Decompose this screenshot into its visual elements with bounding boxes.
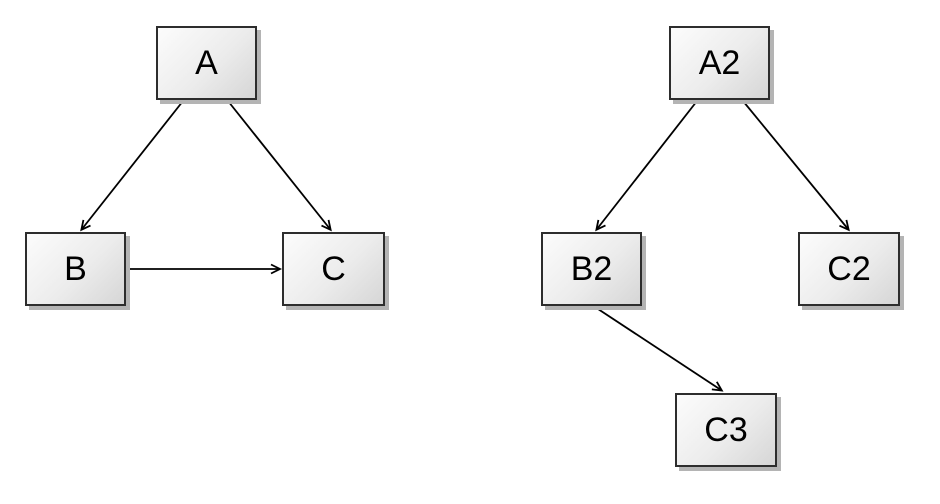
edge-B2-C3[interactable]	[594, 306, 724, 392]
edge-A2-C2[interactable]	[742, 100, 850, 232]
node-A2[interactable]: A2	[669, 26, 770, 100]
node-label: C	[321, 250, 346, 288]
node-label: A2	[698, 44, 741, 82]
node-label: C3	[704, 411, 748, 449]
node-label: B	[64, 250, 87, 288]
edge-A-B[interactable]	[80, 100, 184, 232]
node-label: A	[195, 44, 218, 82]
node-C[interactable]: C	[282, 232, 385, 306]
node-label: B2	[570, 250, 613, 288]
node-label: C2	[827, 250, 871, 288]
node-B2[interactable]: B2	[541, 232, 642, 306]
node-C3[interactable]: C3	[675, 393, 777, 467]
node-B[interactable]: B	[25, 232, 126, 306]
node-A[interactable]: A	[156, 26, 257, 100]
edge-A-C[interactable]	[227, 100, 332, 232]
node-C2[interactable]: C2	[798, 232, 900, 306]
edge-A2-B2[interactable]	[595, 100, 698, 232]
